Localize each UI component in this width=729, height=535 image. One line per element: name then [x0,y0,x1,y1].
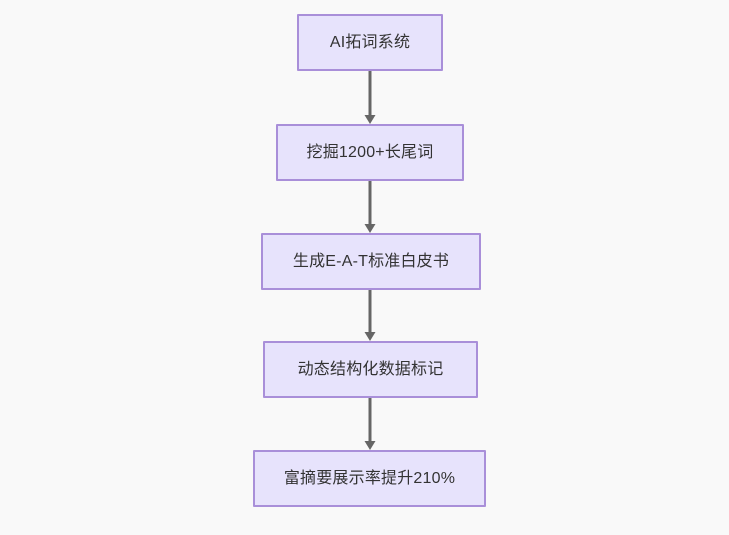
edge-arrowhead-icon [364,441,376,450]
edge-n2-to-n3 [360,181,380,233]
flow-node-n1[interactable]: AI拓词系统 [297,14,443,71]
flow-node-n2[interactable]: 挖掘1200+长尾词 [276,124,464,181]
flow-node-label: 挖掘1200+长尾词 [306,143,434,161]
edge-n3-to-n4 [360,290,380,341]
edge-arrowhead-icon [364,224,376,233]
flow-node-label: 富摘要展示率提升210% [283,469,456,487]
flow-node-label: AI拓词系统 [329,33,411,51]
flow-node-n5[interactable]: 富摘要展示率提升210% [253,450,486,507]
flow-node-label: 生成E-A-T标准白皮书 [292,252,450,270]
flow-node-n4[interactable]: 动态结构化数据标记 [263,341,478,398]
flow-node-n3[interactable]: 生成E-A-T标准白皮书 [261,233,481,290]
flow-node-label: 动态结构化数据标记 [297,360,444,378]
edge-n1-to-n2 [360,71,380,124]
edge-arrowhead-icon [364,115,376,124]
edge-arrowhead-icon [364,332,376,341]
edge-n4-to-n5 [360,398,380,450]
